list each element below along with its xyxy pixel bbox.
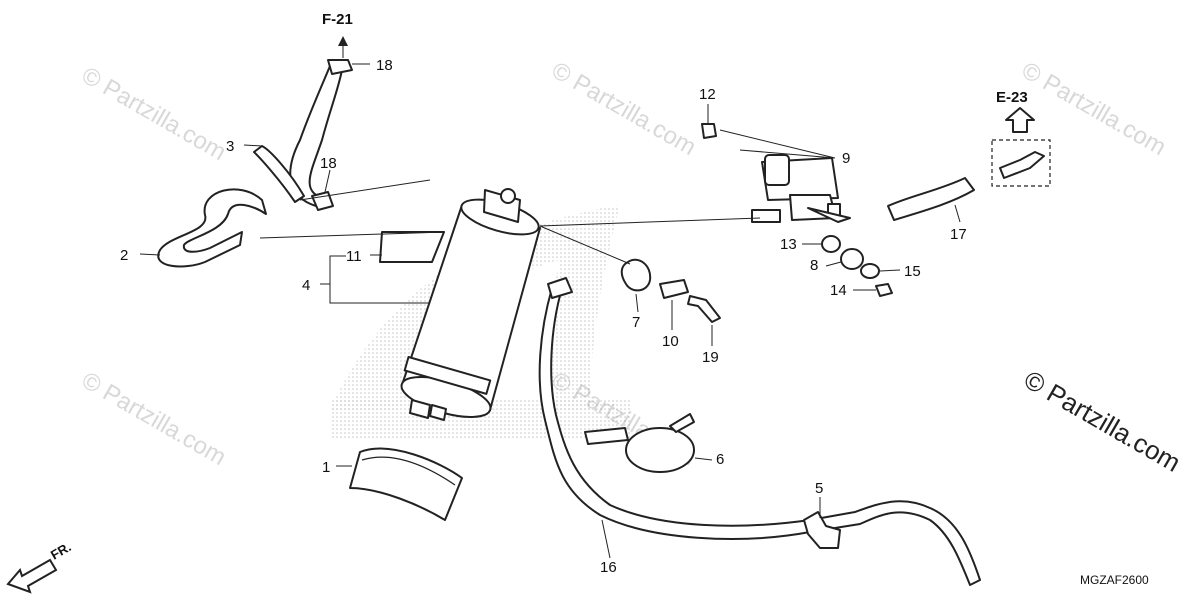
reference-e23: E-23: [996, 89, 1028, 106]
watermark-text: © Partzilla.com: [547, 57, 701, 161]
callout-14: 14: [830, 282, 847, 299]
callout-19: 19: [702, 349, 719, 366]
watermark-corner: © Partzilla.com: [1019, 364, 1186, 478]
band-part: [349, 447, 463, 521]
clip-part-18-lower: [311, 191, 334, 211]
bolt-part-19: [687, 295, 721, 323]
callout-1: 1: [322, 459, 330, 476]
tube-part-2: [157, 188, 267, 268]
solenoid-valve-part: [751, 154, 851, 223]
watermark-text: © Partzilla.com: [77, 367, 231, 471]
hose-part-16-end: [547, 277, 573, 299]
grommet-part-8: [840, 248, 864, 270]
collar-part-10: [659, 279, 689, 299]
diagram-code: MGZAF2600: [1080, 573, 1149, 587]
callout-17: 17: [950, 226, 967, 243]
brand-logo-background: [330, 205, 630, 440]
clip-part-5: [803, 511, 841, 549]
callout-9: 9: [842, 150, 850, 167]
arrow-up-icon: [1005, 107, 1035, 133]
clamp-part-6: [584, 413, 695, 473]
front-direction-indicator: FR.: [6, 539, 74, 594]
callout-2: 2: [120, 247, 128, 264]
direction-label: FR.: [48, 539, 74, 562]
callout-6: 6: [716, 451, 724, 468]
callout-18-top: 18: [376, 57, 393, 74]
callout-15: 15: [904, 263, 921, 280]
callout-3: 3: [226, 138, 234, 155]
arrow-up-icon: [338, 36, 348, 46]
callout-5: 5: [815, 480, 823, 497]
arrow-left-down-icon: [6, 558, 58, 594]
nut-part-14: [875, 283, 893, 297]
washer-part-15: [860, 263, 880, 279]
connector-e23-part: [991, 107, 1051, 187]
callout-13: 13: [780, 236, 797, 253]
callout-10: 10: [662, 333, 679, 350]
callout-11: 11: [346, 248, 362, 265]
callout-12: 12: [699, 86, 716, 103]
grommet-part-7: [620, 258, 652, 292]
tape-part: [379, 231, 445, 263]
canister-part: [400, 188, 541, 421]
callout-18-lower: 18: [320, 155, 337, 172]
hose-part-16: [538, 287, 981, 586]
tube-part-3-lower: [253, 145, 305, 203]
callout-7: 7: [632, 314, 640, 331]
callout-8: 8: [810, 257, 818, 274]
clip-part-18-top: [327, 59, 353, 75]
watermark-text: © Partzilla.com: [77, 62, 231, 166]
collar-part-13: [821, 235, 841, 253]
reference-f21: F-21: [322, 11, 353, 28]
callout-4: 4: [302, 277, 310, 294]
tube-part-17: [887, 177, 975, 221]
leader-lines: [139, 63, 961, 559]
callout-numbers: 1 2 3 4 5 6 7 8 9 10 11 12 13 14 15 16 1…: [120, 57, 967, 576]
bolt-part-12: [701, 123, 717, 139]
callout-16: 16: [600, 559, 617, 576]
watermark-text: © Partzilla.com: [1017, 57, 1171, 161]
